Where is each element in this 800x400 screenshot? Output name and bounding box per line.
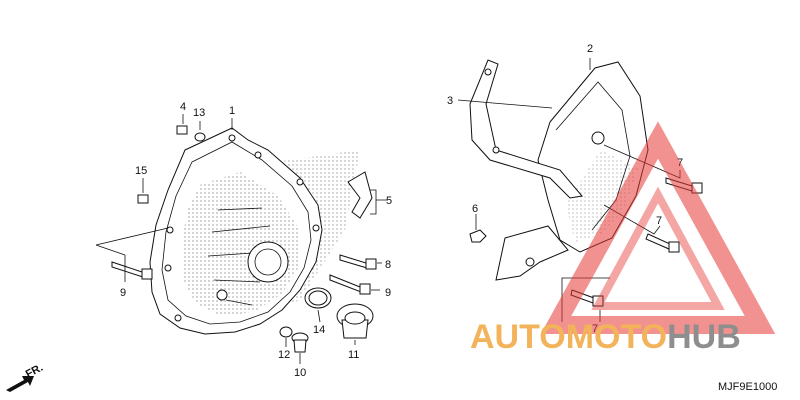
callout-12: 12	[278, 349, 290, 361]
callout-13: 13	[193, 107, 205, 119]
front-arrow: FR.	[6, 362, 45, 392]
front-arrow-label: FR.	[24, 362, 45, 381]
callout-2: 2	[587, 43, 593, 55]
arrow-icon	[6, 376, 34, 392]
automotohub-watermark: AUTOMOTOHUB	[470, 121, 776, 356]
small-parts	[111, 125, 703, 353]
callout-9-left: 9	[120, 287, 126, 299]
callout-5: 5	[386, 195, 392, 207]
callout-9-right: 9	[385, 287, 391, 299]
watermark-text: AUTOMOTOHUB	[470, 318, 741, 356]
callout-14: 14	[313, 324, 325, 336]
callout-8: 8	[385, 259, 391, 271]
watermark-moto: MOTO	[566, 318, 667, 356]
callout-6: 6	[472, 203, 478, 215]
generator-cover	[149, 127, 360, 335]
callout-7-middle: 7	[656, 215, 662, 227]
callout-10: 10	[294, 367, 306, 379]
cover-bracket	[469, 59, 583, 199]
callout-11: 11	[348, 349, 359, 361]
callout-4: 4	[180, 101, 186, 113]
callout-15: 15	[135, 165, 147, 177]
diagram-code: MJF9E1000	[718, 381, 777, 393]
watermark-auto: AUTO	[470, 318, 566, 356]
watermark-hub: HUB	[667, 318, 741, 356]
callout-1: 1	[229, 105, 235, 117]
callout-3: 3	[447, 95, 453, 107]
